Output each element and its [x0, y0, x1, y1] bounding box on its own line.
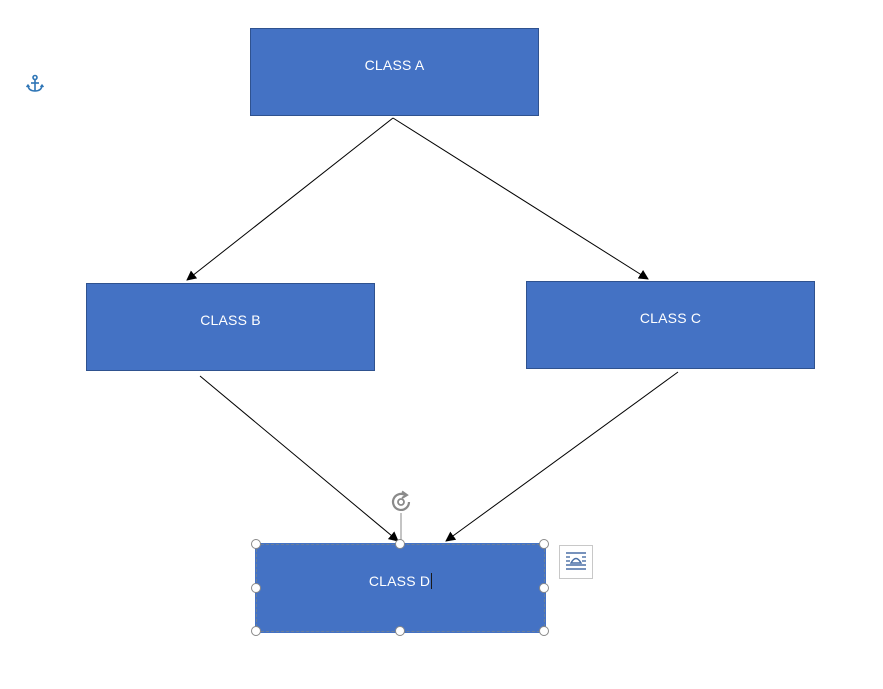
layout-options-icon — [566, 552, 586, 570]
class-a-box[interactable]: CLASS A — [250, 28, 539, 116]
resize-handle-top-left[interactable] — [251, 539, 261, 549]
class-d-text: CLASS D — [368, 573, 431, 589]
arrow-c-to-d[interactable] — [445, 371, 679, 542]
rotate-handle-icon[interactable] — [387, 488, 415, 516]
arrow-a-to-c[interactable] — [392, 117, 649, 280]
arrow-b-to-d[interactable] — [199, 375, 399, 542]
resize-handle-right[interactable] — [539, 583, 549, 593]
text-caret — [431, 573, 433, 589]
class-a-label: CLASS A — [364, 57, 425, 73]
class-c-label: CLASS C — [639, 310, 702, 326]
class-b-box[interactable]: CLASS B — [86, 283, 375, 371]
resize-handle-bottom[interactable] — [395, 626, 405, 636]
resize-handle-top-right[interactable] — [539, 539, 549, 549]
class-d-label[interactable]: CLASS D — [368, 573, 433, 589]
resize-handle-left[interactable] — [251, 583, 261, 593]
rotate-handle-stem — [400, 513, 402, 543]
class-b-label: CLASS B — [200, 312, 261, 328]
arrow-a-to-b[interactable] — [186, 117, 394, 281]
anchor-icon — [24, 73, 46, 95]
resize-handle-top[interactable] — [395, 539, 405, 549]
layout-options-button[interactable] — [559, 545, 593, 579]
resize-handle-bottom-left[interactable] — [251, 626, 261, 636]
resize-handle-bottom-right[interactable] — [539, 626, 549, 636]
class-d-box-selected[interactable]: CLASS D — [255, 543, 546, 633]
class-c-box[interactable]: CLASS C — [526, 281, 815, 369]
